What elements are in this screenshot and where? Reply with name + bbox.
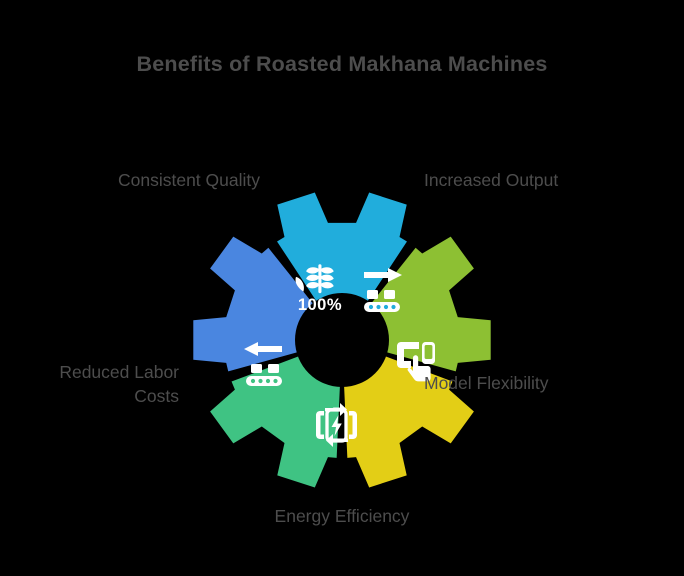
page-title: Benefits of Roasted Makhana Machines [136,52,548,76]
gear-segment-energy-efficiency[interactable] [344,355,474,488]
gear-segment-consistent-quality[interactable] [193,236,315,372]
conveyor-arrow-left-icon [244,342,282,386]
hundred-percent-label: 100% [298,295,342,314]
segment-label-increased-output: Increased Output [424,170,559,190]
segment-label-energy-efficiency: Energy Efficiency [274,506,410,526]
segment-label-model-flexibility: Model Flexibility [424,373,549,393]
gear-wheel-chart: 100% [192,190,492,490]
segment-label-consistent-quality: Consistent Quality [117,170,260,190]
gear-segment-reduced-labor-costs[interactable] [210,355,340,488]
gear-hub-hole [295,293,389,387]
gear-wheel-svg: 100% [193,192,491,488]
segment-label-reduced-labor-costs: Reduced Labor Costs [59,362,179,406]
device-hand-select-icon [397,342,435,382]
wheat-grain-icon: 100% [295,264,342,314]
conveyor-arrow-right-icon [364,268,402,312]
gear-segment-model-flexibility[interactable] [369,236,491,372]
battery-recycle-icon [316,403,357,447]
